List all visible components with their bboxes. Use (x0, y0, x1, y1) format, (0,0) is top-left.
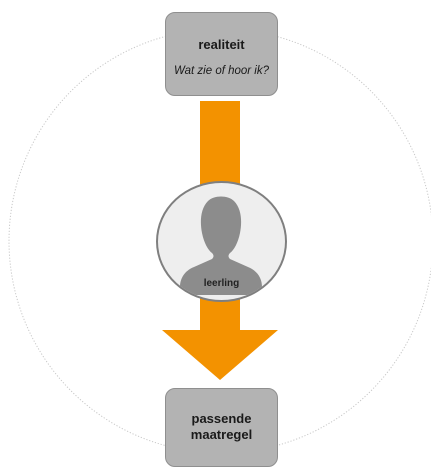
realiteit-question: Wat zie of hoor ik? (173, 65, 270, 77)
person-silhouette-icon (180, 196, 262, 295)
realiteit-title: realiteit (198, 37, 245, 52)
arrow-head (162, 330, 278, 380)
realiteit-box: realiteit Wat zie of hoor ik? (165, 12, 278, 96)
leerling-avatar: leerling (156, 181, 287, 302)
passende-maatregel-title: passende maatregel (190, 411, 253, 442)
passende-maatregel-box: passende maatregel (165, 388, 278, 467)
leerling-label: leerling (203, 278, 240, 289)
